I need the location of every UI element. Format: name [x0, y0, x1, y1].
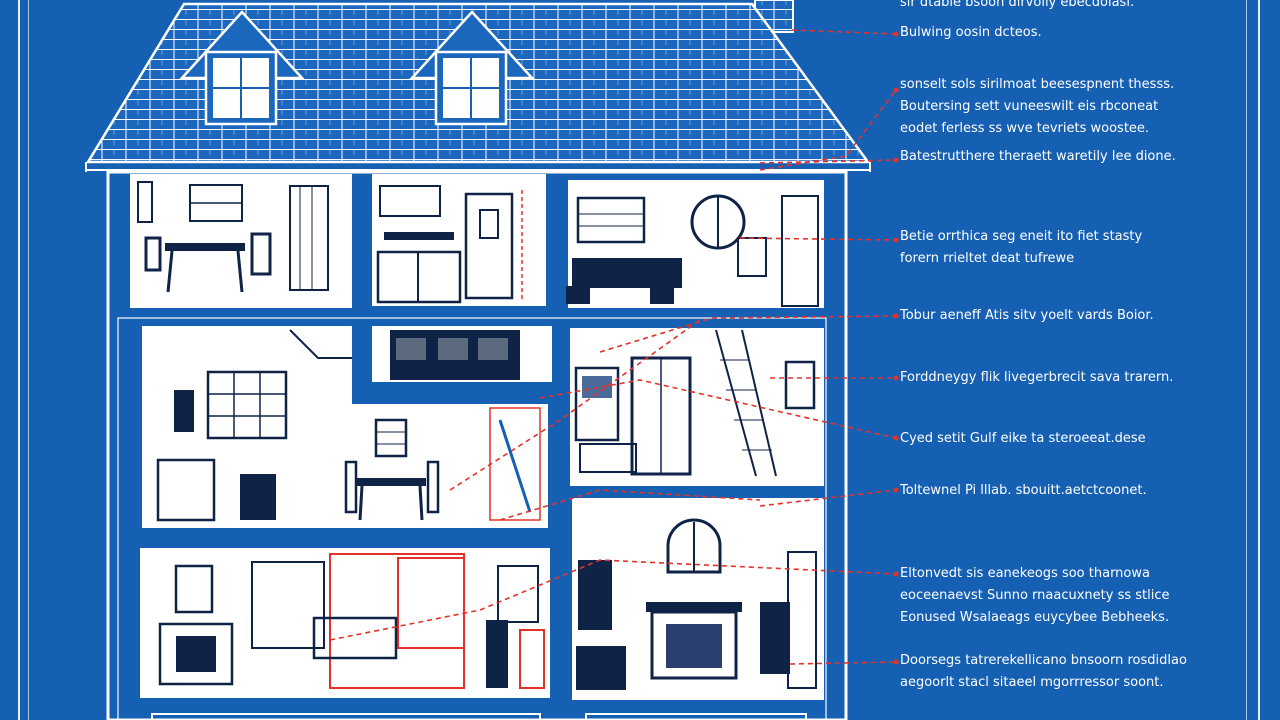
- dormer-window-left: [179, 10, 305, 126]
- frame-right-inner: [1246, 0, 1247, 720]
- dormer-window-right: [409, 10, 535, 126]
- annotation-6-line-1: Forddneygy flik livegerbrecit sava trare…: [900, 370, 1174, 385]
- annotation-3-line-1: sonselt sols sirilmoat beesespnent thess…: [900, 77, 1175, 92]
- annotation-9-line-3: Eonused Wsalaeags euycybee Bebheeks.: [900, 610, 1170, 625]
- annotation-leaders: [329, 29, 897, 665]
- annotation-1: sir dtable bsoon dirvolly ebecdolasi.: [900, 0, 1134, 14]
- room-living-upper: [566, 180, 824, 308]
- room-hallway: [570, 328, 824, 486]
- annotation-10-line-2: aegoorlt stacl sitaeel mgorrressor soont…: [900, 675, 1164, 690]
- annotation-6: Forddneygy flik livegerbrecit sava trare…: [900, 367, 1173, 389]
- annotation-3-line-2: Boutersing sett vuneeswilt eis rbconeat: [900, 99, 1159, 114]
- annotation-10: Doorsegs tatrerekellicano bnsoorn rosdid…: [900, 650, 1187, 694]
- room-family: [140, 548, 550, 698]
- annotation-2: Bulwing oosin dcteos.: [900, 22, 1042, 44]
- room-fireplace: [572, 498, 824, 700]
- room-lounge: [372, 326, 552, 382]
- leader-arrowheads: [893, 31, 899, 665]
- room-dining: [130, 174, 352, 308]
- frame-left-outer: [18, 0, 20, 720]
- annotation-3: sonselt sols sirilmoat beesespnent thess…: [900, 74, 1176, 168]
- annotation-8: Toltewnel Pi lllab. sbouitt.aetctcoonet.: [900, 480, 1147, 502]
- annotation-10-line-1: Doorsegs tatrerekellicano bnsoorn rosdid…: [900, 653, 1187, 668]
- annotation-9: Eltonvedt sis eanekeogs soo tharnowa eoc…: [900, 563, 1170, 629]
- frame-right-outer: [1258, 0, 1260, 720]
- annotation-2-line-1: Bulwing oosin dcteos.: [900, 25, 1042, 40]
- frame-left-inner: [28, 0, 29, 720]
- annotation-3-line-3: eodet ferless ss wve tevriets woostee.: [900, 121, 1150, 136]
- room-dining-lower: [298, 404, 548, 528]
- annotation-8-line-1: Toltewnel Pi lllab. sbouitt.aetctcoonet.: [900, 483, 1147, 498]
- annotation-4: Betie orrthica seg eneit ito fiet stasty…: [900, 226, 1142, 270]
- house-walls: [106, 170, 848, 720]
- annotation-5-line-1: Tobur aeneff Atis sitv yoelt vards Boior…: [900, 308, 1154, 323]
- annotation-1-line-1: sir dtable bsoon dirvolly ebecdolasi.: [900, 0, 1135, 10]
- annotation-9-line-2: eoceenaevst Sunno rnaacuxnety ss stlice: [900, 588, 1170, 603]
- foundation-outline: [151, 713, 807, 720]
- annotation-9-line-1: Eltonvedt sis eanekeogs soo tharnowa: [900, 566, 1150, 581]
- annotation-4-line-1: Betie orrthica seg eneit ito fiet stasty: [900, 229, 1143, 244]
- room-kitchen: [372, 174, 546, 306]
- annotation-3-line-4: Batestrutthere theraett waretily lee dio…: [900, 149, 1176, 164]
- annotation-7: Cyed setit Gulf eike ta steroeeat.dese: [900, 428, 1146, 450]
- annotation-4-line-2: forern rrieltet deat tufrewe: [900, 251, 1075, 266]
- annotation-7-line-1: Cyed setit Gulf eike ta steroeeat.dese: [900, 431, 1146, 446]
- annotation-5: Tobur aeneff Atis sitv yoelt vards Boior…: [900, 305, 1154, 327]
